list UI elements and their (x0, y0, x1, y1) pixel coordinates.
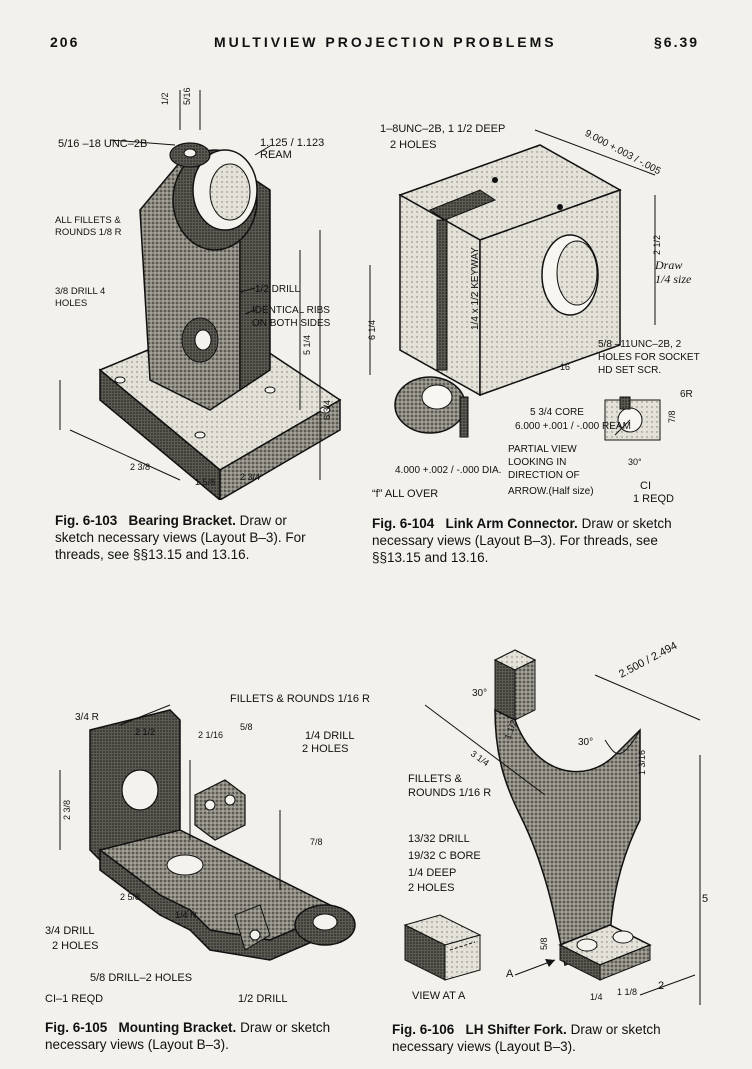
svg-text:1/4 R: 1/4 R (175, 910, 197, 920)
caption-fig-number: Fig. 6-106 (392, 1022, 455, 1037)
svg-text:5 1/4: 5 1/4 (302, 335, 312, 355)
link-reqd-label: 1 REQD (633, 493, 674, 505)
fork-view-label: VIEW AT A (412, 990, 466, 1002)
svg-text:2 3/4: 2 3/4 (240, 472, 260, 482)
svg-text:1 1/8: 1 1/8 (617, 987, 637, 997)
page-title: MULTIVIEW PROJECTION PROBLEMS (214, 34, 557, 50)
svg-text:1 3/16: 1 3/16 (637, 750, 647, 775)
mount-holes-a-label: 2 HOLES (302, 743, 349, 755)
bearing-drill-label: 1/2 DRILL (255, 284, 301, 295)
mount-fillets-label: FILLETS & ROUNDS 1/16 R (230, 693, 370, 705)
bearing-ribs-label: IDENTICAL RIBS ON BOTH SIDES (252, 305, 331, 329)
caption-text: Draw or sketch necessary views (Layout B… (392, 1022, 661, 1054)
caption-fig-name: Link Arm Connector. (445, 516, 578, 531)
caption-text: Draw or sketch necessary views (Layout B… (55, 513, 306, 562)
fork-angle-top-label: 30° (472, 688, 488, 699)
link-holes-label: 2 HOLES (390, 139, 437, 151)
mount-material-label: CI–1 REQD (45, 993, 104, 1005)
fork-cbore-label: 19/32 C BORE (408, 850, 481, 862)
link-material-label: CI (640, 480, 651, 492)
svg-text:1/4: 1/4 (590, 992, 603, 1002)
caption-6-104: Fig. 6-104 Link Arm Connector. Draw or s… (372, 515, 700, 566)
svg-text:7/8: 7/8 (667, 410, 677, 423)
mount-drill-a-label: 1/4 DRILL (305, 730, 355, 742)
fork-height-label: 5 (702, 893, 709, 905)
svg-text:6 3/4: 6 3/4 (322, 400, 332, 420)
svg-text:16: 16 (560, 362, 570, 372)
svg-text:7/8: 7/8 (310, 837, 323, 847)
mount-drill-d-label: 1/2 DRILL (238, 993, 288, 1005)
caption-6-106: Fig. 6-106 LH Shifter Fork. Draw or sket… (392, 1021, 722, 1055)
link-partial-label: PARTIAL VIEW LOOKING IN DIRECTION OF (508, 444, 580, 481)
fork-deep-label: 1/4 DEEP (408, 867, 457, 879)
bearing-drill-holes-label: 3/8 DRILL 4 HOLES (55, 286, 106, 309)
mount-drill-c-label: 5/8 DRILL–2 HOLES (90, 972, 193, 984)
caption-fig-name: Mounting Bracket. (118, 1020, 237, 1035)
fork-drill-label: 13/32 DRILL (408, 833, 470, 845)
svg-text:1/2: 1/2 (160, 92, 170, 105)
caption-text: Draw or sketch necessary views (Layout B… (372, 516, 672, 565)
caption-6-105: Fig. 6-105 Mounting Bracket. Draw or ske… (45, 1019, 375, 1053)
fork-letter-a-label: A (506, 968, 514, 980)
svg-text:1 5/8: 1 5/8 (195, 477, 215, 487)
link-radius-label: 6R (680, 389, 693, 400)
link-thread-label: 1–8UNC–2B, 1 1/2 DEEP (380, 123, 506, 135)
page-number: 206 (50, 34, 80, 50)
caption-fig-number: Fig. 6-105 (45, 1020, 108, 1035)
caption-fig-name: Bearing Bracket. (128, 513, 236, 528)
svg-text:2 1/16: 2 1/16 (198, 730, 223, 740)
section-number: §6.39 (654, 34, 700, 50)
fork-angle-label: 30° (578, 737, 594, 748)
svg-text:2 1/2: 2 1/2 (135, 727, 155, 737)
fork-width-label: 2 (658, 980, 665, 992)
svg-text:2 3/8: 2 3/8 (130, 462, 150, 472)
caption-text: Draw or sketch necessary views (Layout B… (45, 1020, 331, 1052)
fig-6-104-drawing: 2 1/2 6 1/4 16 7/8 (355, 115, 725, 505)
link-core-label: 5 3/4 CORE (530, 407, 584, 418)
bearing-ream-label: 1.125 / 1.123 REAM (260, 137, 325, 161)
link-keyway-label: 1/4 x 1/2 KEYWAY (470, 247, 481, 330)
link-ream-label: 6.000 +.001 / -.000 REAM (515, 421, 631, 432)
svg-text:5/16: 5/16 (182, 87, 192, 105)
svg-text:5/8: 5/8 (539, 937, 549, 950)
fig-6-103-drawing: 1/2 5/16 6 3/4 5 1/4 2 3/8 1 5/8 2 3/4 (40, 70, 360, 500)
link-dia-label: 4.000 +.002 / -.000 DIA. (395, 465, 502, 476)
mount-drill-b-label: 3/4 DRILL (45, 925, 95, 937)
caption-fig-number: Fig. 6-104 (372, 516, 435, 531)
link-arrow-label: ARROW.(Half size) (508, 486, 594, 497)
fig-6-106-drawing: 3 1/4 1 1/2 1 3/16 5/8 1 1/8 1/4 (395, 645, 725, 1015)
link-socket-label: 5/8 –11UNC–2B, 2 HOLES FOR SOCKET HD SET… (598, 339, 700, 376)
caption-fig-name: LH Shifter Fork. (465, 1022, 567, 1037)
link-finish-label: “f” ALL OVER (372, 488, 439, 500)
bearing-fillets-label: ALL FILLETS & ROUNDS 1/8 R (55, 215, 122, 238)
mount-radius-label: 3/4 R (75, 712, 99, 723)
svg-text:5/8: 5/8 (240, 722, 253, 732)
fork-fillets-label: FILLETS & ROUNDS 1/16 R (408, 773, 492, 799)
svg-text:2 1/2: 2 1/2 (652, 235, 662, 255)
svg-text:2 3/8: 2 3/8 (62, 800, 72, 820)
caption-fig-number: Fig. 6-103 (55, 513, 118, 528)
fig-6-105-drawing: 2 3/8 2 1/2 2 1/16 5/8 7/8 2 5/8 1/4 R (40, 700, 370, 1000)
link-angle-label: 30° (628, 457, 642, 467)
mount-holes-b-label: 2 HOLES (52, 940, 99, 952)
caption-6-103: Fig. 6-103 Bearing Bracket. Draw or sket… (55, 512, 325, 563)
link-draw-scale-label: Draw 1/4 size (655, 258, 692, 286)
svg-text:2 5/8: 2 5/8 (120, 892, 140, 902)
fork-holes-label: 2 HOLES (408, 882, 455, 894)
bearing-thread-label: 5/16 –18 UNC–2B (58, 138, 148, 150)
svg-text:6 1/4: 6 1/4 (367, 320, 377, 340)
